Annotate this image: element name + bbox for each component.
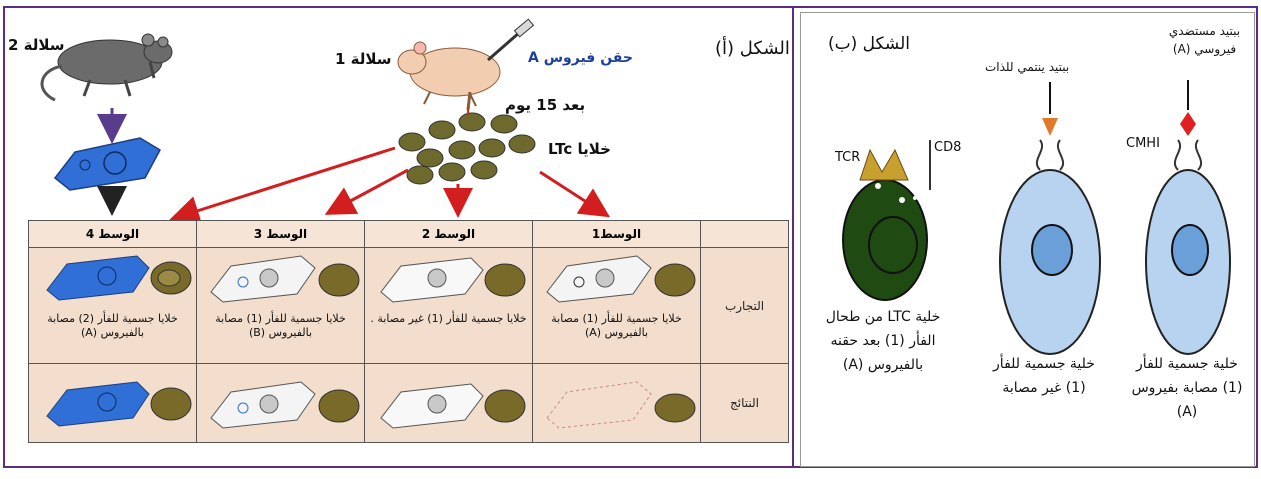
self-peptide-label: ببتيد ينتمي للذات bbox=[985, 60, 1069, 74]
uninfected-cell-caption: خلية جسمية للفأر (1) غير مصابة bbox=[985, 352, 1103, 400]
cmh-label: CMHI bbox=[1126, 136, 1160, 151]
infected-cell-caption: خلية جسمية للفأر (1) مصابة بفيروس (A) bbox=[1128, 352, 1246, 424]
uninfected-cell bbox=[1000, 82, 1100, 354]
infected-cell bbox=[1146, 80, 1230, 354]
viral-peptide-label: ببتيد مستضدي فيروسي (A) bbox=[1152, 22, 1257, 58]
ltc-cell-caption: خلية LTC من طحال الفأر (1) بعد حقنه بالف… bbox=[818, 305, 948, 377]
cd8-label: CD8 bbox=[934, 140, 961, 155]
panel-b-title: الشكل (ب) bbox=[828, 34, 910, 54]
tcr-label: TCR bbox=[835, 150, 860, 165]
